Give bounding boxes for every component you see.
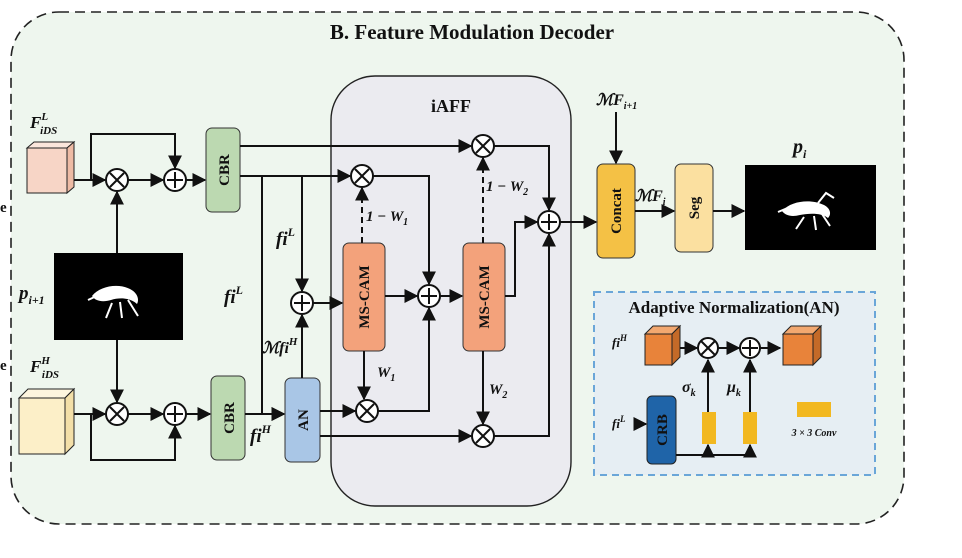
svg-text:CBR: CBR bbox=[217, 154, 233, 186]
an-label-fi-h: fiH bbox=[612, 333, 628, 350]
label-fi-l-left: fiL bbox=[224, 283, 243, 308]
mask-image-output bbox=[745, 165, 876, 250]
label-w2: W2 bbox=[489, 382, 507, 401]
label-mfi-h: ℳfiH bbox=[262, 336, 298, 357]
an-multiply-node bbox=[697, 337, 719, 359]
label-fi-h-bottom: fiH bbox=[250, 422, 272, 447]
label-p-i: pi bbox=[791, 136, 807, 161]
conv-legend-label: 3 × 3 Conv bbox=[791, 428, 837, 439]
an-label-mu: μk bbox=[726, 379, 741, 399]
label-fi-l-top: fiL bbox=[276, 225, 295, 250]
an-input-cube bbox=[643, 324, 682, 367]
edge-text-bottom: e bbox=[0, 358, 7, 374]
ms-cam-block-1: MS-CAM bbox=[342, 242, 386, 352]
conv-bar-mu bbox=[743, 412, 757, 444]
label-mf-next: ℳFi+1 bbox=[596, 92, 637, 112]
svg-text:MS-CAM: MS-CAM bbox=[357, 265, 373, 328]
svg-text:Seg: Seg bbox=[687, 196, 703, 219]
label-w1: W1 bbox=[377, 365, 395, 384]
multiply-node bbox=[105, 168, 129, 192]
an-panel: Adaptive Normalization(AN) fiH bbox=[593, 291, 876, 476]
conv-bar-sigma bbox=[702, 412, 716, 444]
multiply-node bbox=[105, 402, 129, 426]
concat-block: Concat bbox=[596, 163, 636, 259]
multiply-node bbox=[355, 399, 379, 423]
ms-cam-block-2: MS-CAM bbox=[462, 242, 506, 352]
add-node bbox=[163, 402, 187, 426]
label-one-minus-w2: 1 − W2 bbox=[486, 179, 528, 198]
an-panel-title: Adaptive Normalization(AN) bbox=[628, 298, 839, 317]
conv-legend-swatch bbox=[797, 402, 831, 417]
an-add-node bbox=[739, 337, 761, 359]
seg-block: Seg bbox=[674, 163, 714, 253]
add-node bbox=[537, 210, 561, 234]
iaff-label: iAFF bbox=[431, 96, 471, 116]
an-label-sigma: σk bbox=[682, 379, 696, 399]
crb-block: CRB bbox=[646, 395, 677, 465]
cbr-block-bottom: CBR bbox=[210, 375, 246, 461]
svg-text:MS-CAM: MS-CAM bbox=[477, 265, 493, 328]
add-node bbox=[163, 168, 187, 192]
input-cube-high bbox=[17, 387, 76, 456]
an-output-cube bbox=[781, 324, 823, 367]
svg-text:Concat: Concat bbox=[609, 188, 625, 234]
label-p-prev: pi+1 bbox=[17, 283, 45, 307]
input-cube-low bbox=[25, 140, 76, 195]
add-node bbox=[417, 284, 441, 308]
mask-image-prev bbox=[54, 253, 183, 340]
edge-text-top: e bbox=[0, 200, 7, 216]
multiply-node bbox=[350, 164, 374, 188]
an-block: AN bbox=[284, 377, 321, 463]
connections bbox=[74, 112, 746, 461]
diagram-title: B. Feature Modulation Decoder bbox=[330, 20, 614, 44]
multiply-node bbox=[471, 134, 495, 158]
svg-text:CBR: CBR bbox=[222, 402, 238, 434]
svg-text:CRB: CRB bbox=[655, 414, 671, 446]
cbr-block-top: CBR bbox=[205, 127, 241, 213]
multiply-node bbox=[471, 424, 495, 448]
svg-text:AN: AN bbox=[296, 409, 312, 431]
an-label-fi-l: fiL bbox=[612, 414, 626, 431]
add-node bbox=[290, 291, 314, 315]
label-mf-i: ℳFi bbox=[635, 188, 666, 208]
label-one-minus-w1: 1 − W1 bbox=[366, 209, 408, 228]
